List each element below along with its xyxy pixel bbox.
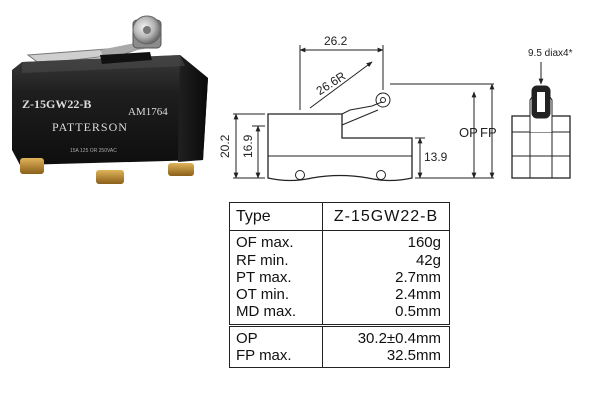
spec-table: Type Z-15GW22-B OF max. RF min. PT max. … [229,201,450,369]
spec-label: OT min. [236,286,290,304]
spec-value: 2.4mm [395,286,441,304]
spec-label: MD max. [236,303,296,321]
spec-label: OF max. [236,234,294,252]
photo-model-print: Z-15GW22-B [22,97,91,111]
spec-value: 30.2±0.4mm [357,329,441,347]
spec-label: OP [236,329,258,347]
photo-rating-print: 15A 125 OR 250VAC [70,148,117,154]
spec-group-operating-forces: OF max. RF min. PT max. OT min. MD max. … [229,230,450,326]
photo-brand-print: PATTERSON [52,120,128,134]
spec-header-row: Type Z-15GW22-B [229,201,450,232]
spec-group-positions: OP FP max. 30.2±0.4mm 32.5mm [229,323,450,369]
dimension-drawings: 26.2 26.6R 20.2 16.9 13.9 OP FP 9.5 diax… [218,34,573,182]
spec-header-label: Type [229,201,323,232]
side-view-drawing [233,45,495,182]
spec-label: PT max. [236,268,292,286]
spec-header-value: Z-15GW22-B [322,201,450,232]
switch-photo: Z-15GW22-B AM1764 PATTERSON 15A 125 OR 2… [12,15,208,184]
fp-label: FP [480,125,497,140]
dim-radius-label: 26.6R [314,69,349,98]
dim-height-inner-label: 16.9 [241,134,255,158]
roller-icon [132,15,162,49]
roller-note: 9.5 diax4* [528,48,573,59]
spec-label: FP max. [236,346,292,364]
switch-body [12,52,208,165]
dim-height-outer-label: 20.2 [218,134,232,158]
spec-label: RF min. [236,251,289,269]
spec-value: 160g [407,234,441,252]
end-view-drawing [511,62,571,179]
spec-value: 2.7mm [395,268,441,286]
op-label: OP [459,125,478,140]
spec-value: 0.5mm [395,303,441,321]
photo-code-print: AM1764 [128,106,168,118]
terminals [20,158,194,184]
spec-value: 42g [415,251,441,269]
dim-low-label: 13.9 [424,150,448,164]
dim-width-label: 26.2 [324,34,348,48]
spec-value: 32.5mm [386,346,441,364]
